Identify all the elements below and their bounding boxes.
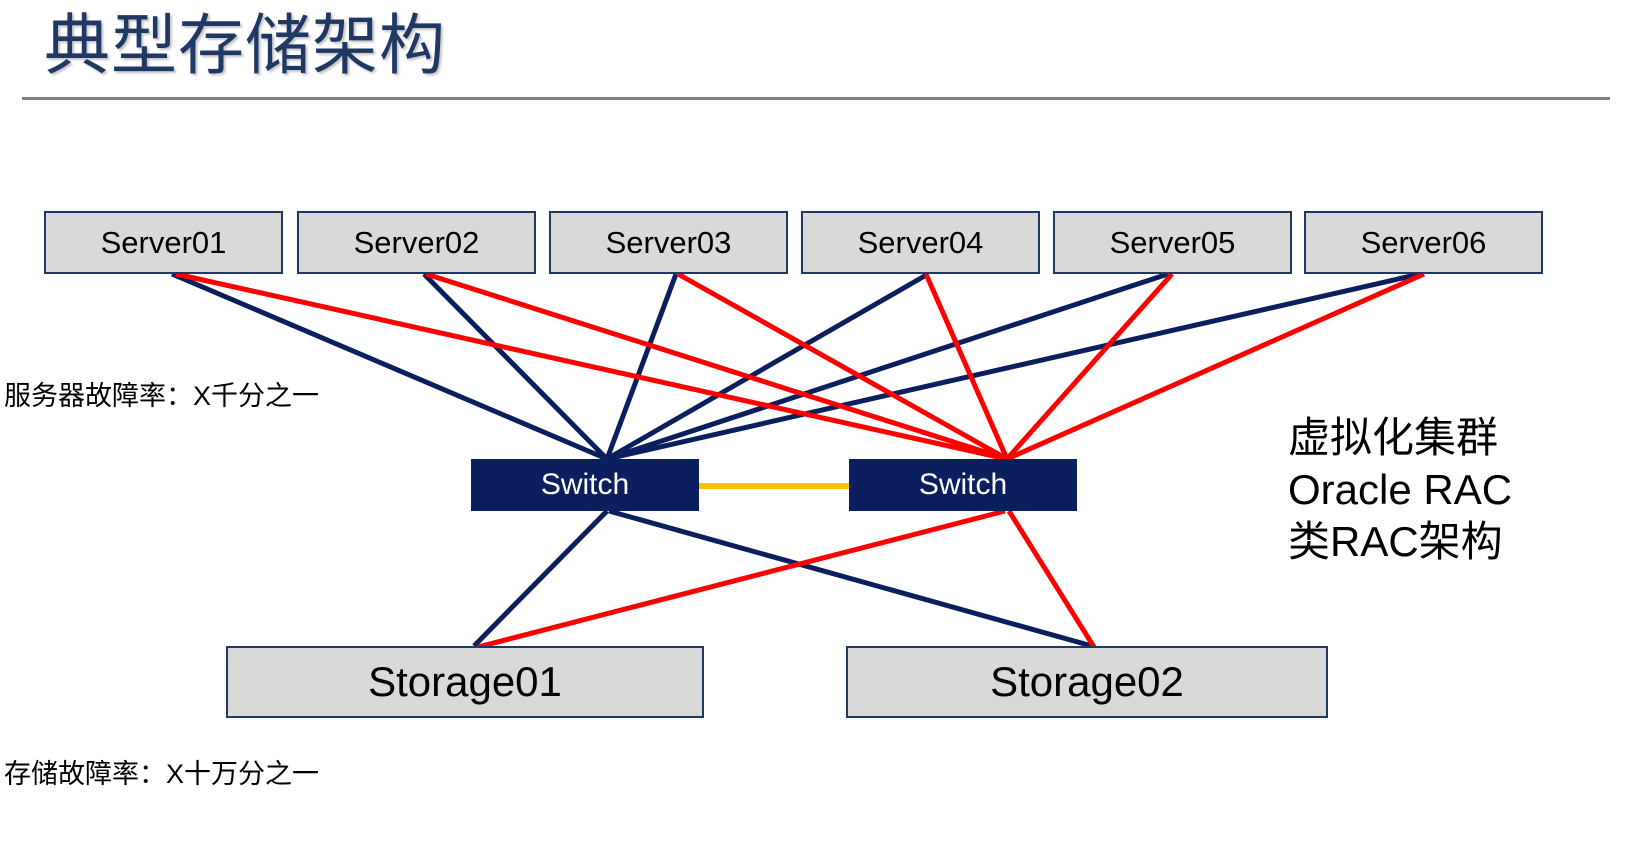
node-switch-1[interactable]: Switch <box>471 459 699 511</box>
link-server-to-switch2 <box>425 271 1008 462</box>
link-server-to-switch1 <box>606 271 1169 462</box>
node-server03[interactable]: Server03 <box>549 211 788 274</box>
node-server05[interactable]: Server05 <box>1053 211 1292 274</box>
node-label: Server06 <box>1360 224 1487 260</box>
link-server-to-switch2 <box>1005 272 1174 461</box>
node-label: Storage02 <box>990 658 1184 705</box>
node-label: Storage01 <box>368 658 562 705</box>
cluster-note-line-1: 虚拟化集群 <box>1288 414 1499 461</box>
node-label: Switch <box>540 468 630 501</box>
link-server-to-switch2 <box>676 271 1009 462</box>
link-server-to-switch2 <box>175 271 1008 462</box>
node-storage01[interactable]: Storage01 <box>226 646 704 718</box>
link-server-to-switch1 <box>171 271 608 462</box>
cluster-note-line-2: Oracle RAC <box>1288 466 1513 513</box>
server-failure-rate-note: 服务器故障率：X千分之一 <box>4 381 320 411</box>
link-switch-to-storage <box>477 508 1006 650</box>
node-label: Server04 <box>857 224 984 260</box>
node-label: Switch <box>918 468 1008 501</box>
node-switch-2[interactable]: Switch <box>849 459 1077 511</box>
link-server-to-switch1 <box>606 271 1421 462</box>
node-server04[interactable]: Server04 <box>801 211 1040 274</box>
link-server-to-switch1 <box>605 271 930 462</box>
page-title: 典型存储架构 <box>44 8 446 82</box>
title-divider <box>22 97 1610 100</box>
node-label: Server03 <box>605 224 732 260</box>
link-server-to-switch1 <box>422 272 609 461</box>
cluster-note: 虚拟化集群 Oracle RAC 类RAC架构 <box>1288 412 1512 568</box>
link-switch-to-storage <box>608 508 1093 649</box>
cluster-note-line-3: 类RAC架构 <box>1288 518 1503 565</box>
node-label: Server01 <box>100 224 227 260</box>
node-server06[interactable]: Server06 <box>1304 211 1543 274</box>
link-switch-to-storage <box>1006 509 1097 649</box>
node-server01[interactable]: Server01 <box>44 211 283 274</box>
link-switch-to-storage <box>472 509 609 648</box>
storage-failure-rate-note: 存储故障率：X十万分之一 <box>4 759 320 789</box>
link-server-to-switch1 <box>604 273 679 460</box>
node-storage02[interactable]: Storage02 <box>846 646 1328 718</box>
link-server-to-switch2 <box>923 272 1010 461</box>
node-server02[interactable]: Server02 <box>297 211 536 274</box>
node-label: Server02 <box>353 224 480 260</box>
node-label: Server05 <box>1109 224 1236 260</box>
link-server-to-switch2 <box>1005 271 1426 462</box>
